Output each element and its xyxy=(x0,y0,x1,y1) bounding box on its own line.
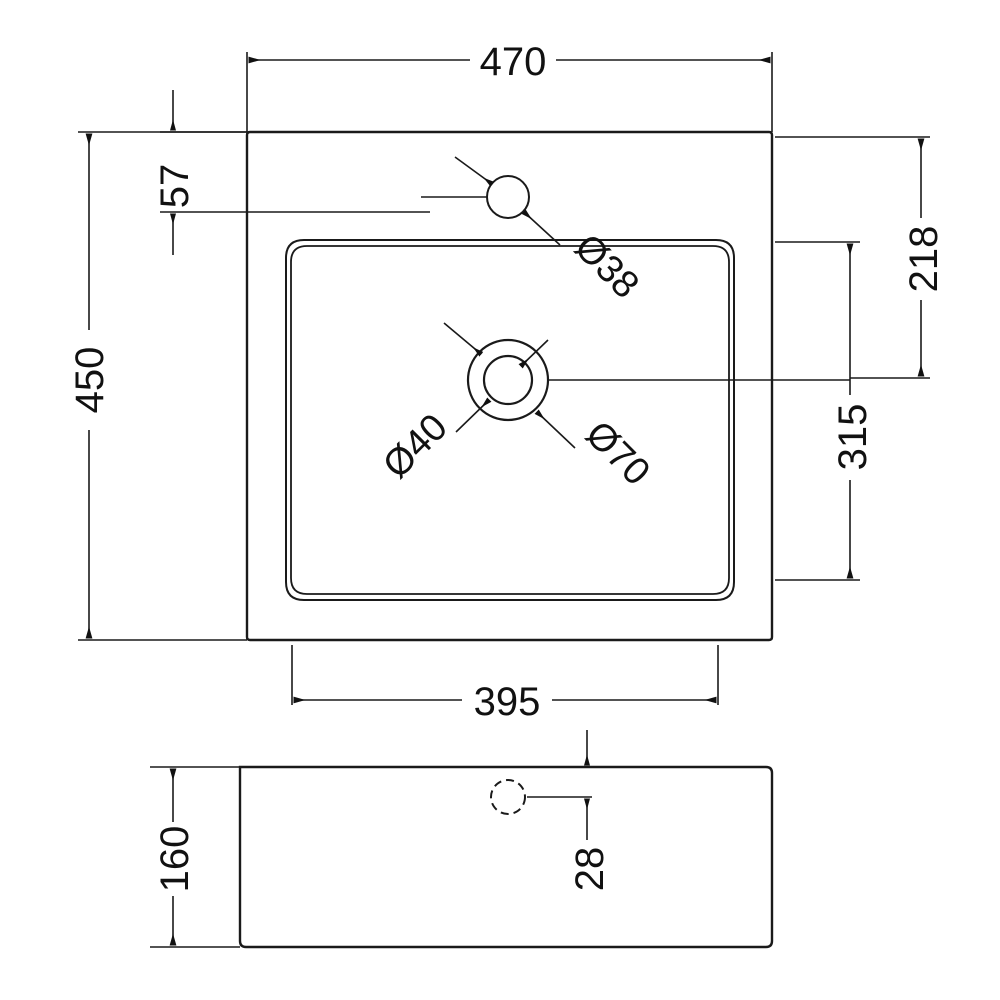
dimension-57 xyxy=(160,90,430,255)
hidden-hole-circle xyxy=(490,779,526,815)
diameter-70-leader xyxy=(443,322,850,449)
label-470: 470 xyxy=(480,40,547,84)
dimension-labels: 470 450 57 218 315 395 160 28 xyxy=(68,40,946,892)
dimension-395 xyxy=(291,645,719,705)
diameter-40-leader xyxy=(455,339,549,433)
dimension-470 xyxy=(246,52,773,132)
dimension-28 xyxy=(527,730,592,840)
label-315: 315 xyxy=(831,404,875,471)
label-diameter-38: Ø38 xyxy=(566,226,646,306)
plan-inner-bowl xyxy=(285,239,735,601)
elevation-view-outline xyxy=(238,765,774,949)
label-218: 218 xyxy=(902,226,946,293)
label-450: 450 xyxy=(68,347,112,414)
dimension-218 xyxy=(775,136,930,379)
dimension-450 xyxy=(78,131,247,641)
dimension-315 xyxy=(775,241,860,581)
diameter-labels: Ø38 Ø40 Ø70 xyxy=(375,226,657,493)
tap-hole-circle xyxy=(486,175,530,219)
label-160: 160 xyxy=(153,826,197,893)
plan-view-outline xyxy=(245,130,774,642)
label-395: 395 xyxy=(474,680,541,724)
label-57: 57 xyxy=(153,164,197,209)
label-28: 28 xyxy=(568,847,612,892)
label-diameter-40: Ø40 xyxy=(375,406,455,486)
diameter-38-leader xyxy=(421,156,561,246)
dimension-160 xyxy=(150,766,240,948)
label-diameter-70: Ø70 xyxy=(577,413,657,493)
